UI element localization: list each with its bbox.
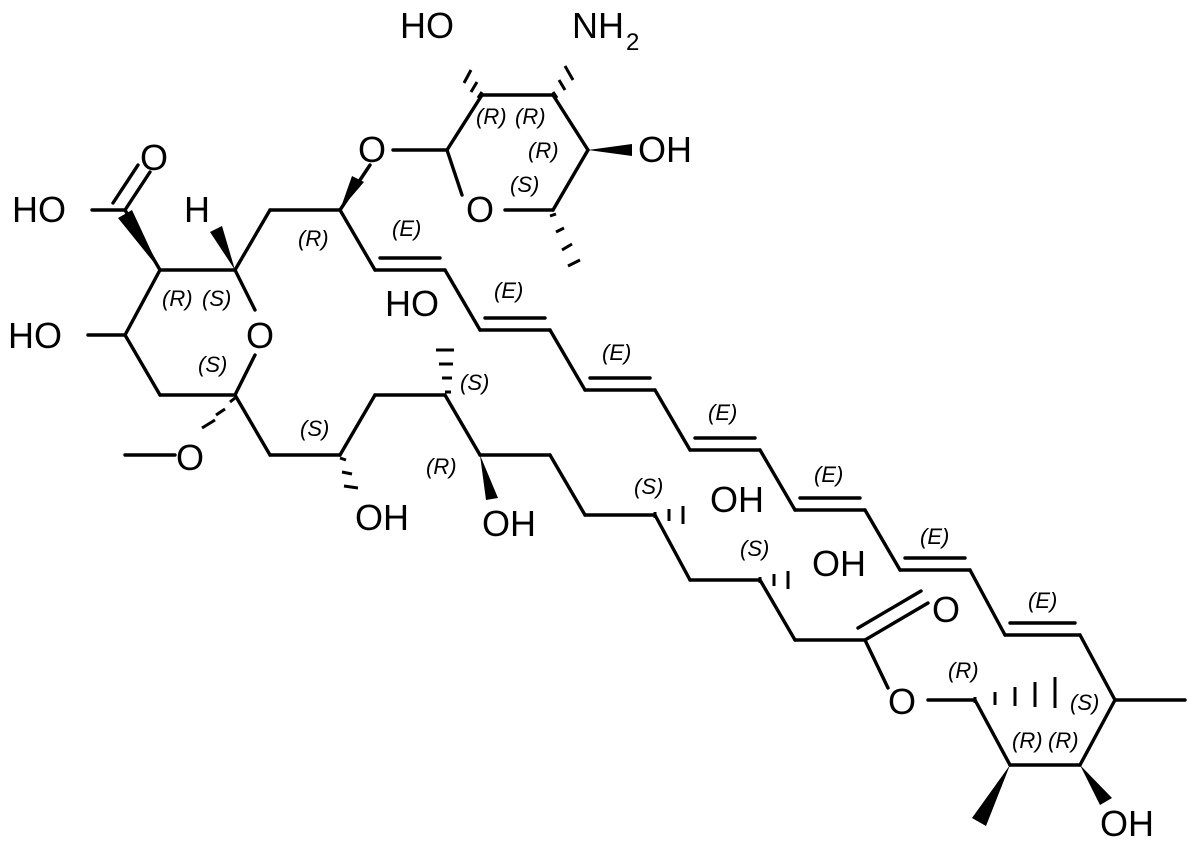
ketone-oxygen-label: O (932, 589, 960, 630)
stereo-s-c9: (S) (740, 536, 769, 561)
stereo-e-7: (E) (1028, 588, 1057, 613)
stereo-s-ring-1: (S) (202, 286, 231, 311)
pyran-oxygen-label: O (246, 315, 274, 356)
stereo-e-5: (E) (814, 462, 843, 487)
hydroxyl-label-4: OH (812, 543, 866, 584)
carboxyl-hydroxyl-label: HO (12, 189, 66, 230)
stereo-descriptors: (R) (R) (R) (S) (R) (E) (E) (E) (E) (E) … (162, 104, 1099, 753)
stereo-s-c11: (S) (1070, 690, 1099, 715)
stereo-r-sugar-b: (R) (515, 104, 546, 129)
stereo-e-6: (E) (920, 524, 949, 549)
stereo-s-c8: (S) (634, 474, 663, 499)
carboxyl-oxygen-label: O (140, 137, 168, 178)
ester-oxygen-label: O (888, 681, 916, 722)
hydroxyl-label-2: OH (482, 503, 536, 544)
stereo-bonds (118, 65, 1112, 826)
hydroxyl-label-3: OH (710, 479, 764, 520)
stereo-s-ring-2: (S) (198, 352, 227, 377)
stereo-r-c13: (R) (1048, 728, 1079, 753)
sugar-hydroxyl-right-label: OH (638, 129, 692, 170)
hydrogen-label: H (184, 189, 210, 230)
ring-hydroxyl-label: HO (8, 315, 62, 356)
central-hydroxyl-label: HO (385, 283, 439, 324)
stereo-e-3: (E) (602, 340, 631, 365)
hydroxyl-label-1: OH (355, 497, 409, 538)
glycosidic-oxygen-label: O (358, 129, 386, 170)
sugar-hydroxyl-top-label: HO (400, 5, 454, 46)
sugar-ring-oxygen-label: O (466, 189, 494, 230)
bottom-hydroxyl-label: OH (1100, 803, 1154, 844)
amine-label: NH (572, 5, 624, 46)
bond-skeleton (86, 93, 1187, 767)
methoxy-oxygen-label: O (176, 437, 204, 478)
stereo-r-c1: (R) (298, 226, 329, 251)
stereo-e-2: (E) (494, 278, 523, 303)
stereo-r-c12: (R) (1012, 728, 1043, 753)
stereo-e-1: (E) (392, 216, 421, 241)
stereo-r-ring-1: (R) (162, 286, 193, 311)
stereo-s-sugar: (S) (510, 172, 539, 197)
stereo-s-c5: (S) (300, 416, 329, 441)
stereo-r-sugar-a: (R) (476, 104, 507, 129)
stereo-r-c7: (R) (426, 454, 457, 479)
stereo-s-c6: (S) (460, 370, 489, 395)
atom-labels: HO NH 2 O OH O O HO H HO O O HO OH OH OH… (8, 5, 1154, 844)
stereo-e-4: (E) (708, 400, 737, 425)
stereo-r-sugar-c: (R) (528, 138, 559, 163)
amine-subscript: 2 (626, 29, 639, 56)
stereo-r-c10: (R) (948, 658, 979, 683)
